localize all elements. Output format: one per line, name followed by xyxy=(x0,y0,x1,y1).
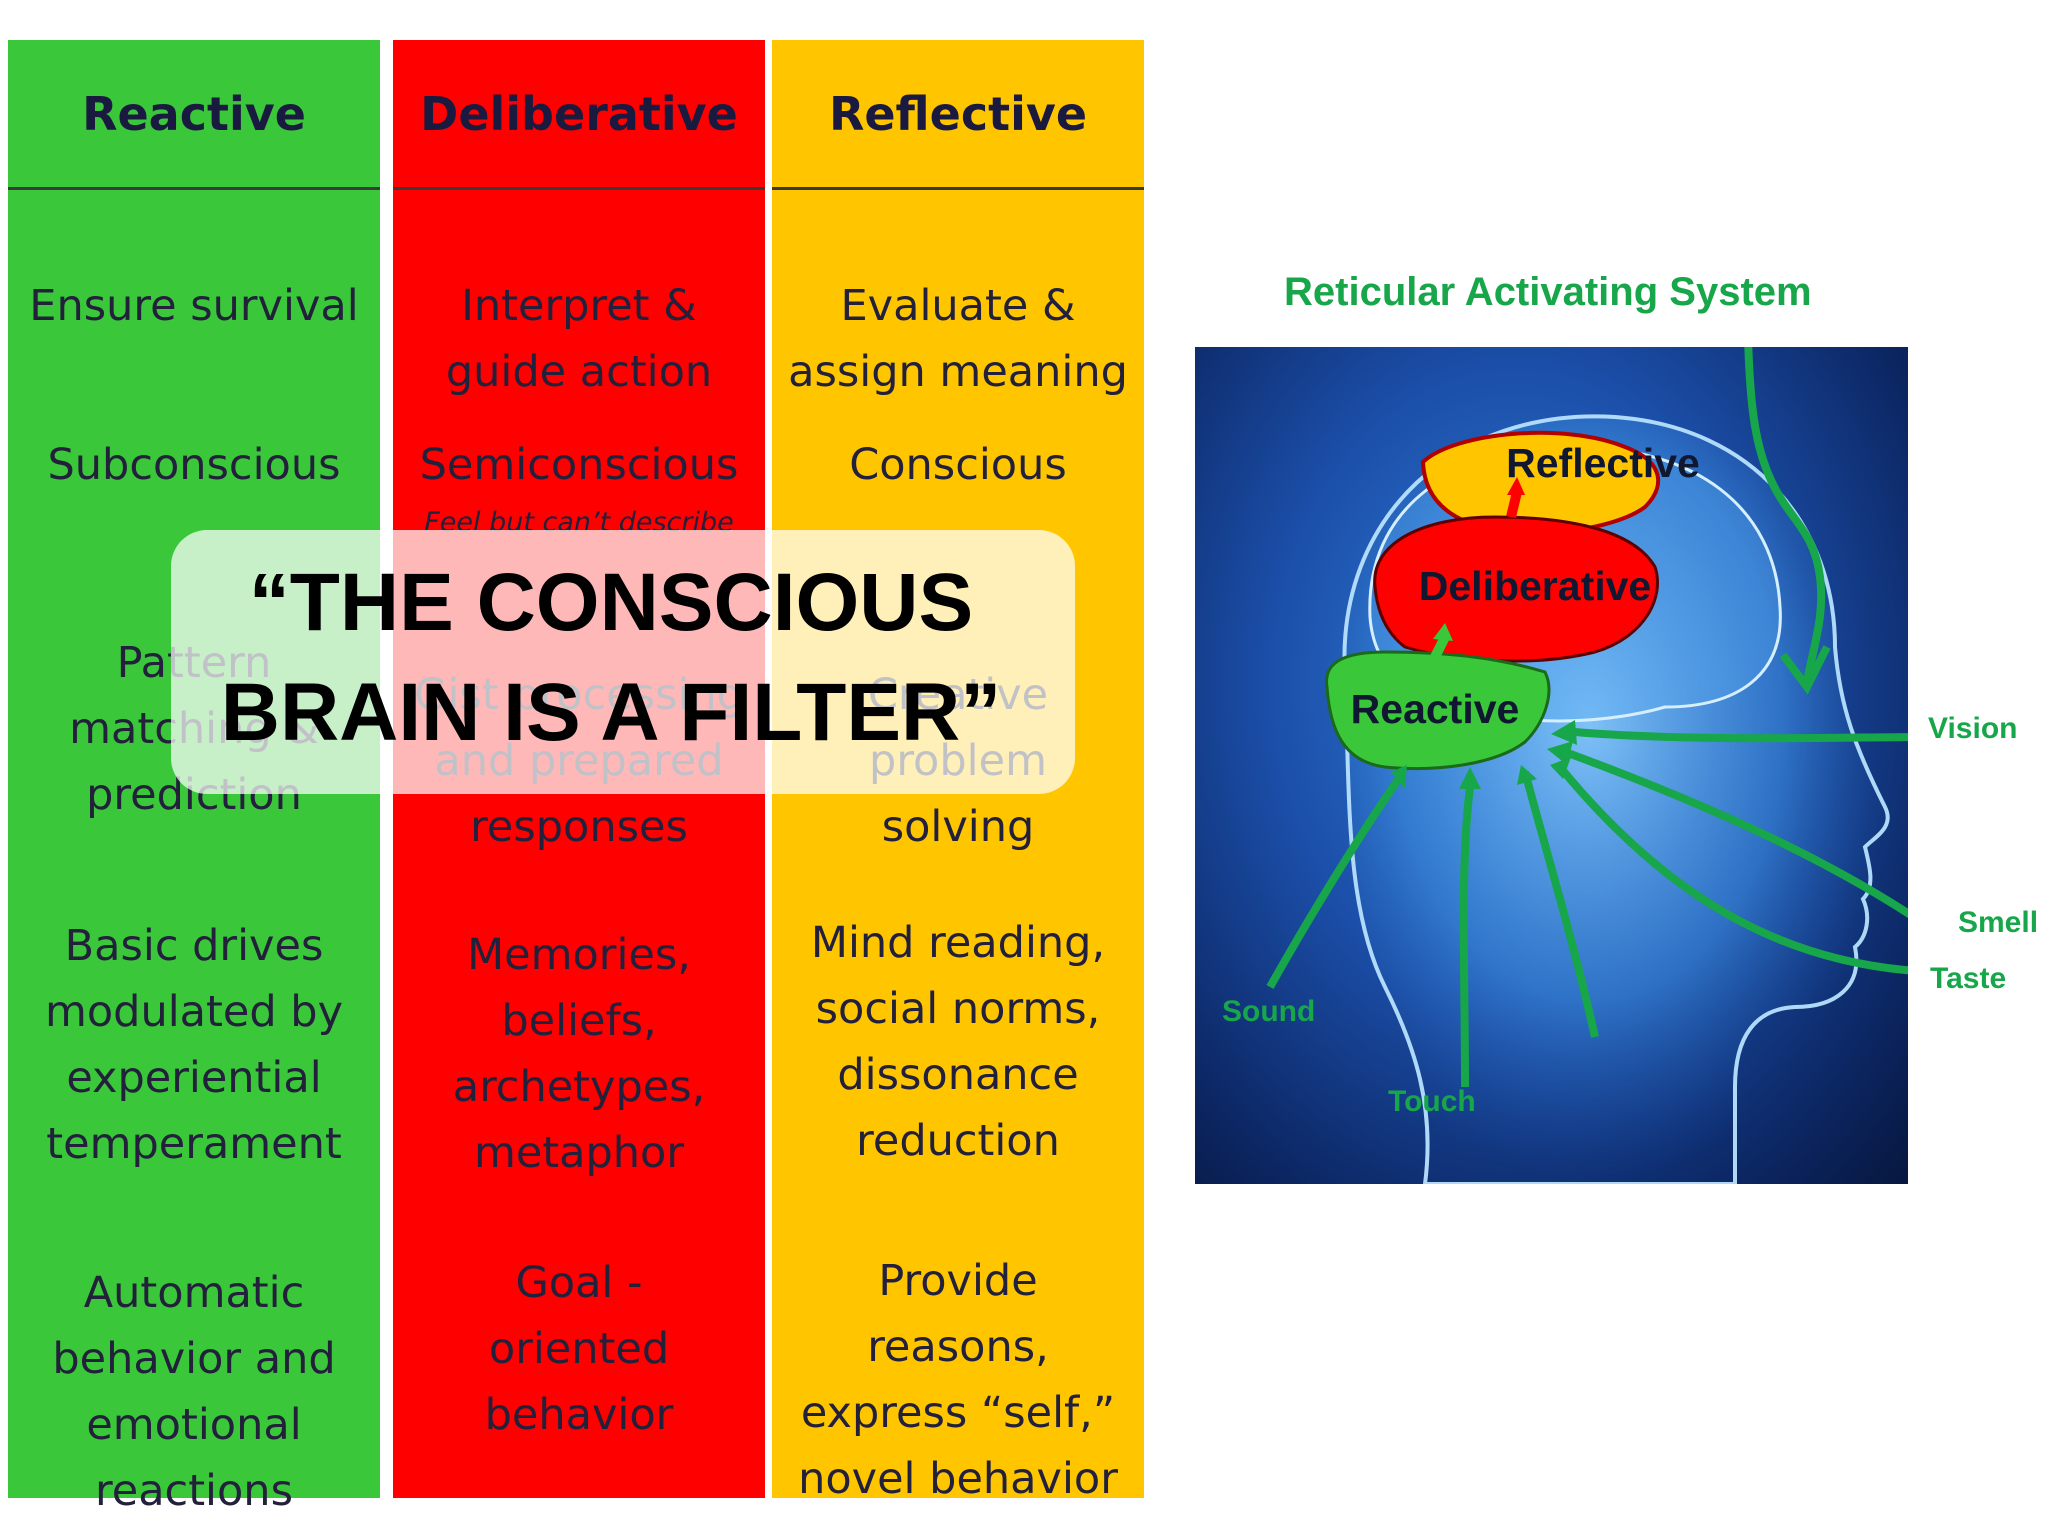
reactive-region xyxy=(1325,650,1551,770)
cell-reflective-content: Mind reading, social norms, dissonance r… xyxy=(810,918,1106,1166)
cell-reactive-content: Basic drives modulated by experiential t… xyxy=(44,921,344,1169)
quote-overlay xyxy=(171,530,1075,794)
cell-reactive-awareness: Subconscious xyxy=(47,440,341,490)
label-touch: Touch xyxy=(1388,1085,1476,1118)
cell-reactive-behavior: Automatic behavior and emotional reactio… xyxy=(52,1268,336,1516)
label-deliberative: Deliberative xyxy=(1419,563,1651,609)
cell-reflective-awareness: Conscious xyxy=(849,440,1067,490)
smell-arrow xyxy=(1563,748,1908,919)
label-reactive: Reactive xyxy=(1351,686,1520,732)
cell-reflective-behavior: Provide reasons, express “self,” novel b… xyxy=(798,1256,1118,1504)
cell-deliberative-content: Memories, beliefs, archetypes, metaphor xyxy=(452,930,706,1178)
label-taste: Taste xyxy=(1930,962,2007,995)
cell-deliberative-behavior: Goal - oriented behavior xyxy=(484,1258,674,1440)
sound-arrow xyxy=(1266,774,1404,989)
label-vision: Vision xyxy=(1928,712,2018,745)
cell-deliberative-purpose: Interpret & guide action xyxy=(445,281,713,397)
cell-reactive-purpose: Ensure survival xyxy=(29,281,359,331)
column-header-deliberative: Deliberative xyxy=(393,40,765,190)
ras-label: Reticular Activating System xyxy=(1284,270,1812,314)
ras-arrow xyxy=(1744,347,1826,683)
column-header-reactive: Reactive xyxy=(8,40,380,190)
touch-arrow-2 xyxy=(1521,770,1599,1038)
vision-arrow xyxy=(1574,728,1908,743)
taste-arrow xyxy=(1556,764,1908,975)
head-diagram-svg: Reflective Deliberative Reactive xyxy=(1266,347,1908,1184)
label-sound: Sound xyxy=(1222,995,1316,1028)
cell-reflective-purpose: Evaluate & assign meaning xyxy=(788,281,1128,397)
cell-deliberative-awareness: Semiconscious xyxy=(419,440,739,490)
quote-text: “THE CONSCIOUS BRAIN IS A FILTER” xyxy=(220,557,1002,758)
head-illustration: Reflective Deliberative Reactive xyxy=(1195,347,1908,1184)
label-smell: Smell xyxy=(1958,906,2039,939)
touch-arrow xyxy=(1459,786,1474,1088)
label-reflective: Reflective xyxy=(1506,440,1700,486)
column-header-reflective: Reflective xyxy=(772,40,1144,190)
